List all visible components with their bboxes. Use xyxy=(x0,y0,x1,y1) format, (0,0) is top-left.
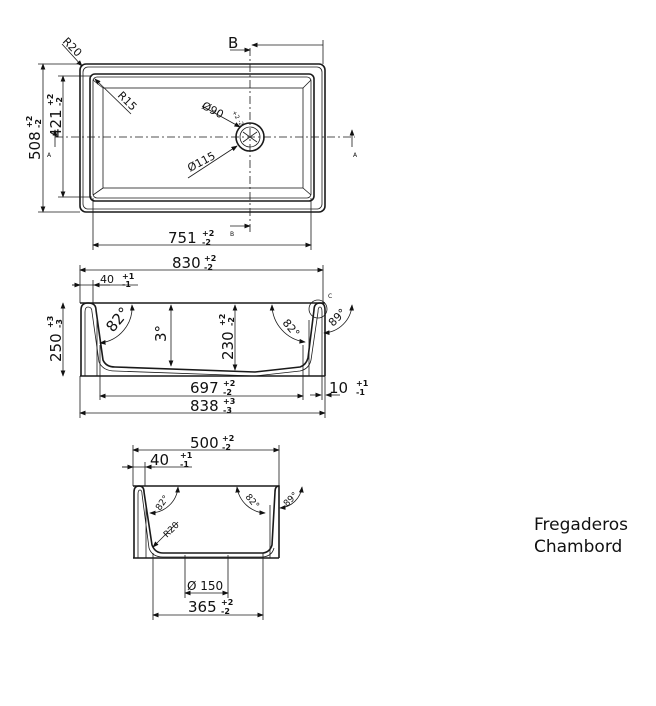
title-line-2: Chambord xyxy=(534,537,623,557)
svg-text:230: 230 xyxy=(219,331,237,360)
svg-text:+1: +1 xyxy=(356,379,369,388)
svg-text:+1: +1 xyxy=(180,451,193,460)
svg-text:-1: -1 xyxy=(180,460,189,469)
svg-text:830: 830 xyxy=(172,254,201,272)
angle-89-front: 89° xyxy=(282,491,300,509)
svg-text:-3: -3 xyxy=(223,406,232,415)
svg-text:+3: +3 xyxy=(223,397,235,406)
svg-text:838: 838 xyxy=(190,397,219,415)
top-view: B B A A R20 R15 Ø90 +2 -2 Ø115 508 +2 -2… xyxy=(25,34,358,250)
svg-text:+2: +2 xyxy=(25,116,34,128)
dim-230: 230 +2 -2 xyxy=(218,314,237,360)
dim-250: 250 +3 -3 xyxy=(46,316,65,362)
angle-3: 3° xyxy=(152,325,170,342)
svg-text:+2: +2 xyxy=(202,229,214,238)
svg-text:10: 10 xyxy=(329,379,348,397)
dim-500: 500 +2 -2 xyxy=(190,434,234,452)
dim-838: 838 +3 -3 xyxy=(190,397,235,415)
svg-text:500: 500 xyxy=(190,434,219,452)
d115-label: Ø115 xyxy=(185,149,217,174)
svg-text:365: 365 xyxy=(188,598,217,616)
svg-text:-2: -2 xyxy=(227,317,236,326)
section-a-right-label: A xyxy=(353,152,358,159)
dim-10: 10 +1 -1 xyxy=(329,379,369,397)
svg-text:40: 40 xyxy=(100,273,114,286)
svg-text:-2: -2 xyxy=(55,97,64,106)
angle-89: 89° xyxy=(326,306,349,329)
title-line-1: Fregaderos xyxy=(534,515,628,535)
dim-40-side: 40 +1 -1 xyxy=(100,272,135,289)
section-a-left-label: A xyxy=(47,152,52,159)
dim-508: 508 +2 -2 xyxy=(25,116,44,160)
r15-label: R15 xyxy=(115,89,139,113)
d150-label: Ø 150 xyxy=(187,579,223,593)
section-b-small-label: B xyxy=(230,231,234,238)
svg-text:421: 421 xyxy=(47,109,65,138)
side-view: 830 +2 -2 40 +1 -1 250 +3 -3 82° 3° 230 … xyxy=(46,254,369,418)
dim-751: 751 +2 -2 xyxy=(168,229,214,247)
svg-text:-2: -2 xyxy=(202,238,211,247)
detail-c-label: C xyxy=(328,293,332,300)
d90-label: Ø90 xyxy=(200,99,226,121)
r20-front-label: R20 xyxy=(162,520,182,540)
svg-text:-2: -2 xyxy=(222,443,231,452)
svg-text:+2: +2 xyxy=(222,434,234,443)
svg-text:-2: -2 xyxy=(34,119,43,128)
angle-82-right-front: 82° xyxy=(243,493,261,512)
svg-text:+2: +2 xyxy=(204,254,216,263)
front-view: 500 +2 -2 40 +1 -1 82° 82° 89° R20 Ø 150… xyxy=(122,434,304,620)
r20-label: R20 xyxy=(60,35,84,59)
svg-text:-1: -1 xyxy=(356,388,365,397)
svg-text:-3: -3 xyxy=(55,319,64,328)
svg-text:-2: -2 xyxy=(221,607,230,616)
angle-82-left-front: 82° xyxy=(154,494,171,513)
svg-text:508: 508 xyxy=(26,131,44,160)
dim-365: 365 +2 -2 xyxy=(188,598,233,616)
svg-text:250: 250 xyxy=(47,333,65,362)
angle-82-right: 82° xyxy=(280,317,302,340)
dim-421: 421 +2 -2 xyxy=(46,94,65,138)
angle-82-left: 82° xyxy=(102,304,133,336)
svg-text:+2: +2 xyxy=(46,94,55,106)
section-b-label: B xyxy=(228,34,238,52)
d90-tolerance: +2 -2 xyxy=(230,110,245,128)
svg-text:+2: +2 xyxy=(223,379,235,388)
dim-697: 697 +2 -2 xyxy=(190,379,235,397)
svg-text:-1: -1 xyxy=(122,280,131,289)
svg-text:+2: +2 xyxy=(221,598,233,607)
svg-text:751: 751 xyxy=(168,229,197,247)
svg-text:40: 40 xyxy=(150,451,169,469)
svg-text:+3: +3 xyxy=(46,316,55,328)
svg-text:-2: -2 xyxy=(204,263,213,272)
svg-text:-2: -2 xyxy=(223,388,232,397)
dim-40-front: 40 +1 -1 xyxy=(150,451,193,469)
drawing-title: Fregaderos Chambord xyxy=(534,514,628,558)
svg-text:+2: +2 xyxy=(218,314,227,326)
svg-text:+1: +1 xyxy=(122,272,135,281)
dim-830: 830 +2 -2 xyxy=(172,254,216,272)
svg-text:697: 697 xyxy=(190,379,219,397)
